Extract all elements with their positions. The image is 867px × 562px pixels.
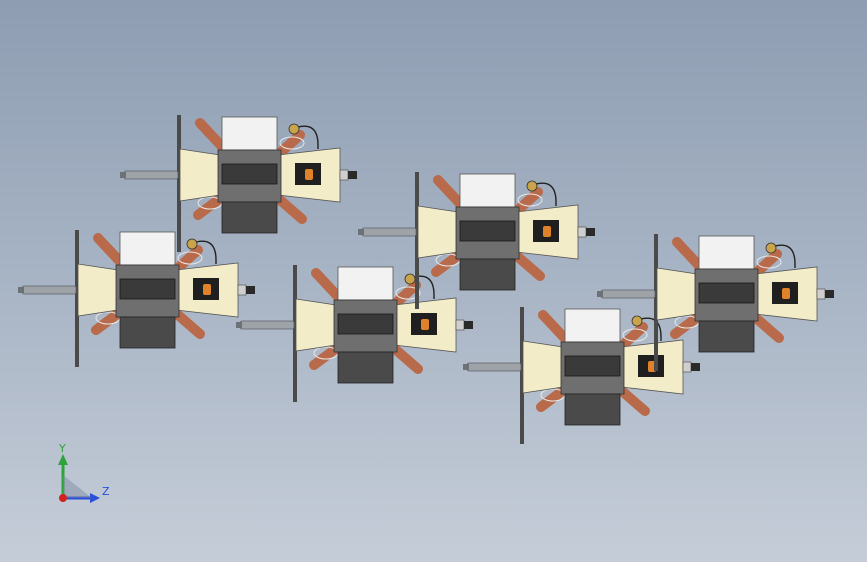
- shaft: [123, 170, 179, 180]
- lead-terminal: [186, 238, 198, 250]
- shaft-tip: [358, 229, 364, 235]
- left-housing: [179, 148, 221, 202]
- fan-ring-right: [622, 328, 648, 342]
- stator-top: [459, 173, 516, 208]
- stator-top: [564, 308, 621, 343]
- stator-band: [337, 313, 394, 335]
- mounting-plate: [520, 307, 524, 444]
- motor-assembly-1[interactable]: [120, 115, 357, 252]
- mounting-plate: [415, 172, 419, 309]
- cable-gland: [339, 169, 349, 181]
- origin-dot: [59, 494, 67, 502]
- y-axis-arrowhead: [58, 454, 68, 465]
- cable-gland: [816, 288, 826, 300]
- z-axis-label: Z: [102, 485, 110, 498]
- fan-ring-right: [395, 286, 421, 300]
- shaft-tip: [236, 322, 242, 328]
- terminal-connector: [421, 319, 429, 330]
- motor-assembly-3[interactable]: [236, 265, 473, 402]
- stator-band: [119, 278, 176, 300]
- lead-terminal: [631, 315, 643, 327]
- stator-top: [221, 116, 278, 151]
- pipe-upper-right: [391, 280, 421, 308]
- stator-band: [698, 282, 755, 304]
- cable-thread: [691, 363, 700, 371]
- cable-thread: [825, 290, 834, 298]
- mounting-plate: [293, 265, 297, 402]
- left-housing: [522, 340, 564, 394]
- axis-triad: Y Z: [40, 440, 120, 515]
- motor-assembly-2[interactable]: [18, 230, 255, 367]
- motor-assembly-6[interactable]: [597, 234, 834, 371]
- cable-gland: [682, 361, 692, 373]
- fan-ring-right: [177, 251, 203, 265]
- fan-ring-right: [517, 193, 543, 207]
- pipe-upper-right: [173, 245, 203, 273]
- triad-plane: [63, 475, 92, 498]
- left-housing: [417, 205, 459, 259]
- pipe-upper-right: [752, 249, 782, 277]
- motor-assembly-5[interactable]: [463, 307, 700, 444]
- shaft: [466, 362, 522, 372]
- pipe-upper-right: [275, 130, 305, 158]
- mounting-plate: [654, 234, 658, 371]
- cable-gland: [237, 284, 247, 296]
- shaft: [361, 227, 417, 237]
- lead-terminal: [765, 242, 777, 254]
- terminal-connector: [203, 284, 211, 295]
- stator-band: [564, 355, 621, 377]
- stator-bottom: [119, 316, 176, 349]
- cable-thread: [246, 286, 255, 294]
- stator-band: [221, 163, 278, 185]
- stator-top: [119, 231, 176, 266]
- left-housing: [295, 298, 337, 352]
- lead-terminal: [288, 123, 300, 135]
- pipe-upper-right: [618, 322, 648, 350]
- z-axis-arrowhead: [90, 493, 100, 503]
- cable-gland: [577, 226, 587, 238]
- terminal-connector: [543, 226, 551, 237]
- fan-ring-right: [279, 136, 305, 150]
- shaft: [21, 285, 77, 295]
- y-axis-label: Y: [59, 442, 66, 455]
- stator-top: [698, 235, 755, 270]
- stator-bottom: [459, 258, 516, 291]
- shaft-tip: [18, 287, 24, 293]
- cable-thread: [586, 228, 595, 236]
- stator-bottom: [221, 201, 278, 234]
- stator-band: [459, 220, 516, 242]
- lead-terminal: [526, 180, 538, 192]
- terminal-connector: [305, 169, 313, 180]
- cable-thread: [348, 171, 357, 179]
- fan-ring-right: [756, 255, 782, 269]
- left-housing: [656, 267, 698, 321]
- shaft: [239, 320, 295, 330]
- mounting-plate: [75, 230, 79, 367]
- cable-thread: [464, 321, 473, 329]
- lead-terminal: [404, 273, 416, 285]
- axis-triad-graphic: [58, 454, 100, 503]
- left-housing: [77, 263, 119, 317]
- cable-gland: [455, 319, 465, 331]
- shaft-tip: [597, 291, 603, 297]
- stator-bottom: [564, 393, 621, 426]
- stator-bottom: [698, 320, 755, 353]
- mounting-plate: [177, 115, 181, 252]
- terminal-connector: [782, 288, 790, 299]
- shaft-tip: [463, 364, 469, 370]
- shaft: [600, 289, 656, 299]
- stator-bottom: [337, 351, 394, 384]
- shaft-tip: [120, 172, 126, 178]
- motor-assembly-4[interactable]: [358, 172, 595, 309]
- pipe-upper-right: [513, 187, 543, 215]
- stator-top: [337, 266, 394, 301]
